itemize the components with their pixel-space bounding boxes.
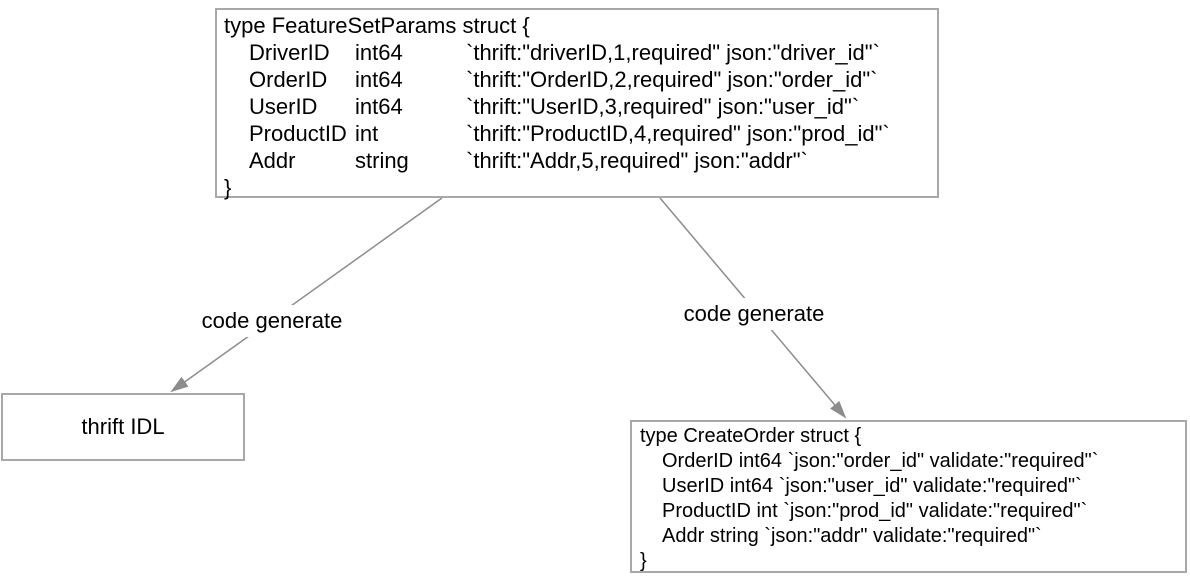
field-type: int: [355, 121, 379, 146]
field-tag: `thrift:"ProductID,4,required" json:"pro…: [466, 121, 890, 146]
field-type: string: [355, 148, 409, 173]
struct-header: type CreateOrder struct {: [640, 425, 862, 447]
struct-field-row: Addr string `json:"addr" validate:"requi…: [662, 524, 1185, 549]
field-tag: `json:"user_id" validate:"required"`: [778, 475, 1082, 497]
struct-header: type FeatureSetParams struct {: [224, 13, 530, 38]
field-name: DriverID: [249, 40, 330, 65]
field-tag: `thrift:"OrderID,2,required" json:"order…: [466, 67, 878, 92]
field-name: OrderID: [662, 450, 734, 472]
struct-field-row: DriverID int64 `thrift:"driverID,1,requi…: [249, 39, 937, 66]
field-type: int64: [355, 94, 403, 119]
struct-field-row: ProductID int `thrift:"ProductID,4,requi…: [249, 120, 937, 147]
field-type: int64: [738, 450, 783, 472]
struct-field-row: UserID int64 `json:"user_id" validate:"r…: [662, 474, 1185, 499]
field-tag: `thrift:"driverID,1,required" json:"driv…: [466, 40, 880, 65]
field-tag: `json:"order_id" validate:"required"`: [787, 450, 1099, 472]
arrow-to-thrift-idl: [170, 197, 443, 393]
field-name: ProductID: [249, 121, 347, 146]
struct-field-row: OrderID int64 `json:"order_id" validate:…: [662, 449, 1185, 474]
field-name: Addr: [662, 525, 705, 547]
struct-footer: }: [640, 550, 647, 572]
field-type: string: [709, 525, 759, 547]
field-name: Addr: [249, 148, 296, 173]
field-type: int: [756, 500, 778, 522]
struct-field-row: UserID int64 `thrift:"UserID,3,required"…: [249, 93, 937, 120]
field-name: UserID: [662, 475, 725, 497]
field-tag: `thrift:"Addr,5,required" json:"addr"`: [466, 148, 808, 173]
field-name: OrderID: [249, 67, 328, 92]
field-type: int64: [729, 475, 774, 497]
struct-field-row: ProductID int `json:"prod_id" validate:"…: [662, 499, 1185, 524]
thrift-idl-label: thrift IDL: [81, 414, 165, 439]
struct-field-row: Addr string `thrift:"Addr,5,required" js…: [249, 147, 937, 174]
field-type: int64: [355, 67, 403, 92]
createorder-struct-box: type CreateOrder struct { OrderID int64 …: [630, 420, 1187, 573]
struct-field-row: OrderID int64 `thrift:"OrderID,2,require…: [249, 66, 937, 93]
field-name: UserID: [249, 94, 318, 119]
field-tag: `json:"prod_id" validate:"required"`: [783, 500, 1088, 522]
right-arrow-label: code generate: [675, 298, 833, 330]
featuresetparams-struct-box: type FeatureSetParams struct { DriverID …: [215, 8, 939, 200]
struct-footer: }: [224, 175, 232, 200]
field-tag: `thrift:"UserID,3,required" json:"user_i…: [466, 94, 860, 119]
field-type: int64: [355, 40, 403, 65]
left-arrow-label: code generate: [193, 305, 351, 337]
field-tag: `json:"addr" validate:"required"`: [764, 525, 1042, 547]
thrift-idl-box: thrift IDL: [1, 393, 245, 461]
field-name: ProductID: [662, 500, 751, 522]
